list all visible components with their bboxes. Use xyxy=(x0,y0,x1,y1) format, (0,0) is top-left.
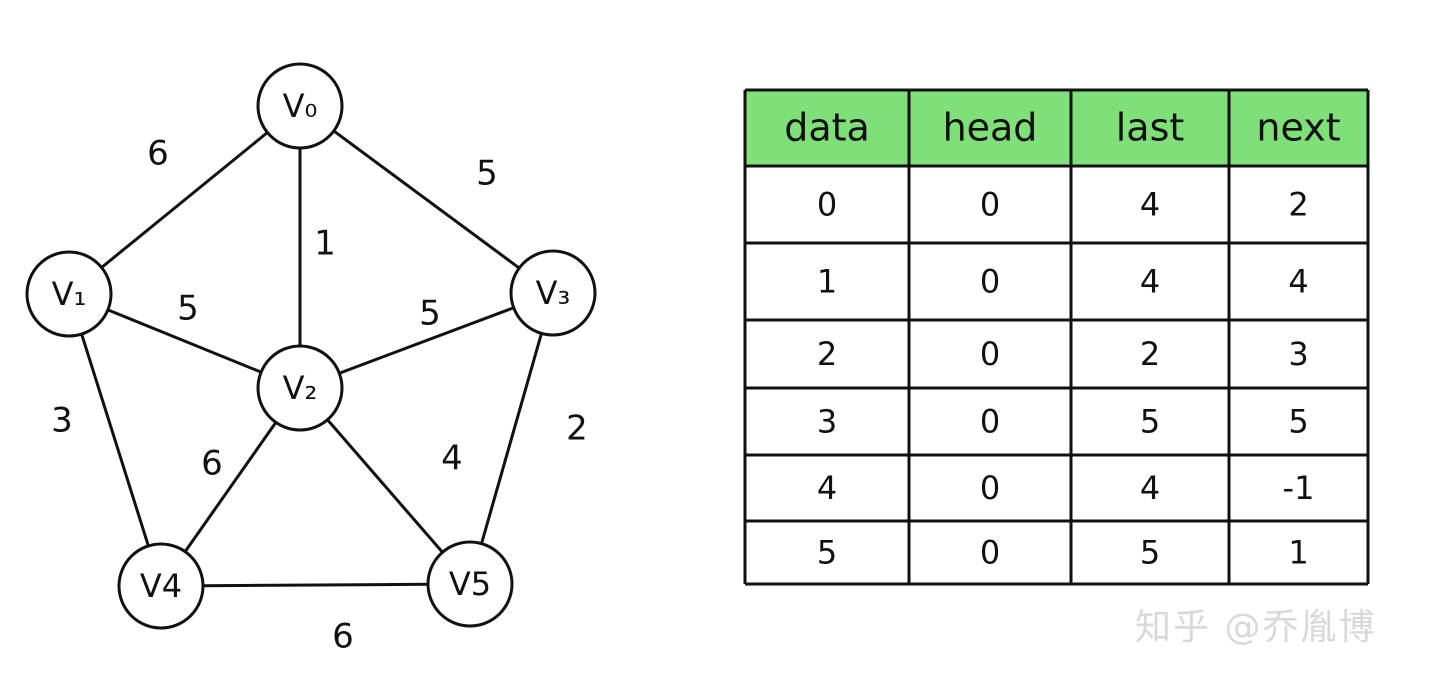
node-circle xyxy=(256,344,344,432)
table-row: 3 0 5 5 xyxy=(817,403,1309,441)
table-cell-data: 5 xyxy=(817,534,837,572)
node-label: V₁ xyxy=(52,275,87,313)
table-cell-data: 1 xyxy=(817,263,837,301)
edge-v4-v5 xyxy=(201,582,430,588)
table-row: 5 0 5 1 xyxy=(817,534,1309,572)
table-cell-next: 1 xyxy=(1288,534,1308,572)
edge-v2-v4 xyxy=(183,420,278,554)
node-circle xyxy=(509,249,597,337)
node-v0: V₀ xyxy=(256,62,344,150)
edge-v1-v4 xyxy=(80,332,150,548)
table-cell-data: 4 xyxy=(817,469,837,507)
edge-v2-v5 xyxy=(326,418,444,554)
table-cell-head: 0 xyxy=(980,335,1000,373)
edge-weight-v2-v3: 5 xyxy=(419,294,441,334)
edge-weight-v2-v5: 4 xyxy=(441,439,463,479)
table-cell-last: 5 xyxy=(1140,403,1160,441)
edge-v0-v3 xyxy=(332,129,521,270)
table-cell-last: 2 xyxy=(1140,335,1160,373)
node-v1: V₁ xyxy=(25,250,113,338)
table-header-last: last xyxy=(1116,106,1185,150)
nodes: V₀ V₁ V₂ V₃ V4 V5 xyxy=(25,62,597,630)
table-cell-next: 4 xyxy=(1288,263,1308,301)
node-label: V₂ xyxy=(283,369,318,407)
table-row: 0 0 4 2 xyxy=(817,186,1309,224)
edge-weight-v1-v4: 3 xyxy=(51,401,73,441)
table-cell-next: 3 xyxy=(1288,335,1308,373)
table-cell-next: 2 xyxy=(1288,186,1308,224)
node-v3: V₃ xyxy=(509,249,597,337)
table-cell-last: 4 xyxy=(1140,186,1160,224)
table-header-next: next xyxy=(1256,106,1340,150)
edge-weight-v0-v3: 5 xyxy=(476,154,498,194)
edge-weight-v2-v4: 6 xyxy=(201,444,223,484)
table-header-head: head xyxy=(943,106,1038,150)
table-cell-head: 0 xyxy=(980,263,1000,301)
node-label: V₀ xyxy=(283,87,318,125)
table-header-background xyxy=(745,90,1368,166)
node-label: V5 xyxy=(449,565,491,603)
table-cell-head: 0 xyxy=(980,186,1000,224)
edge-weight-v0-v1: 6 xyxy=(147,134,169,174)
node-label: V4 xyxy=(140,567,182,605)
table-cell-head: 0 xyxy=(980,534,1000,572)
edge-weight-v3-v5: 2 xyxy=(566,409,588,449)
node-circle xyxy=(117,542,205,630)
node-v5: V5 xyxy=(426,540,514,628)
table-cell-data: 2 xyxy=(817,335,837,373)
table-cell-data: 0 xyxy=(817,186,837,224)
table-cell-next: 5 xyxy=(1288,403,1308,441)
node-label: V₃ xyxy=(536,274,571,312)
edge-v3-v5 xyxy=(480,331,543,546)
node-circle xyxy=(25,250,113,338)
table-cell-head: 0 xyxy=(980,469,1000,507)
watermark: 知乎 @乔胤博 xyxy=(1135,607,1377,648)
node-v4: V4 xyxy=(117,542,205,630)
table-cell-last: 5 xyxy=(1140,534,1160,572)
table-row: 4 0 4 -1 xyxy=(817,469,1315,507)
graph: 6 1 5 5 5 3 6 4 2 6 V₀ V₁ V₂ V₃ V4 V5 xyxy=(25,62,597,657)
table-cell-last: 4 xyxy=(1140,469,1160,507)
table-cell-next: -1 xyxy=(1283,469,1315,507)
table-row: 1 0 4 4 xyxy=(817,263,1309,301)
edge-weight-v0-v2: 1 xyxy=(314,224,336,264)
edge-v2-v3 xyxy=(337,306,516,375)
edges: 6 1 5 5 5 3 6 4 2 6 xyxy=(51,129,588,657)
edge-v1-v2 xyxy=(106,308,263,374)
edge-v0-v1 xyxy=(100,131,269,269)
node-circle xyxy=(426,540,514,628)
edge-weight-v4-v5: 6 xyxy=(332,617,354,657)
table-header-data: data xyxy=(784,106,870,150)
node-v2: V₂ xyxy=(256,344,344,432)
node-circle xyxy=(256,62,344,150)
edge-weight-v1-v2: 5 xyxy=(177,289,199,329)
table-cell-head: 0 xyxy=(980,403,1000,441)
table-cell-last: 4 xyxy=(1140,263,1160,301)
table-cell-data: 3 xyxy=(817,403,837,441)
